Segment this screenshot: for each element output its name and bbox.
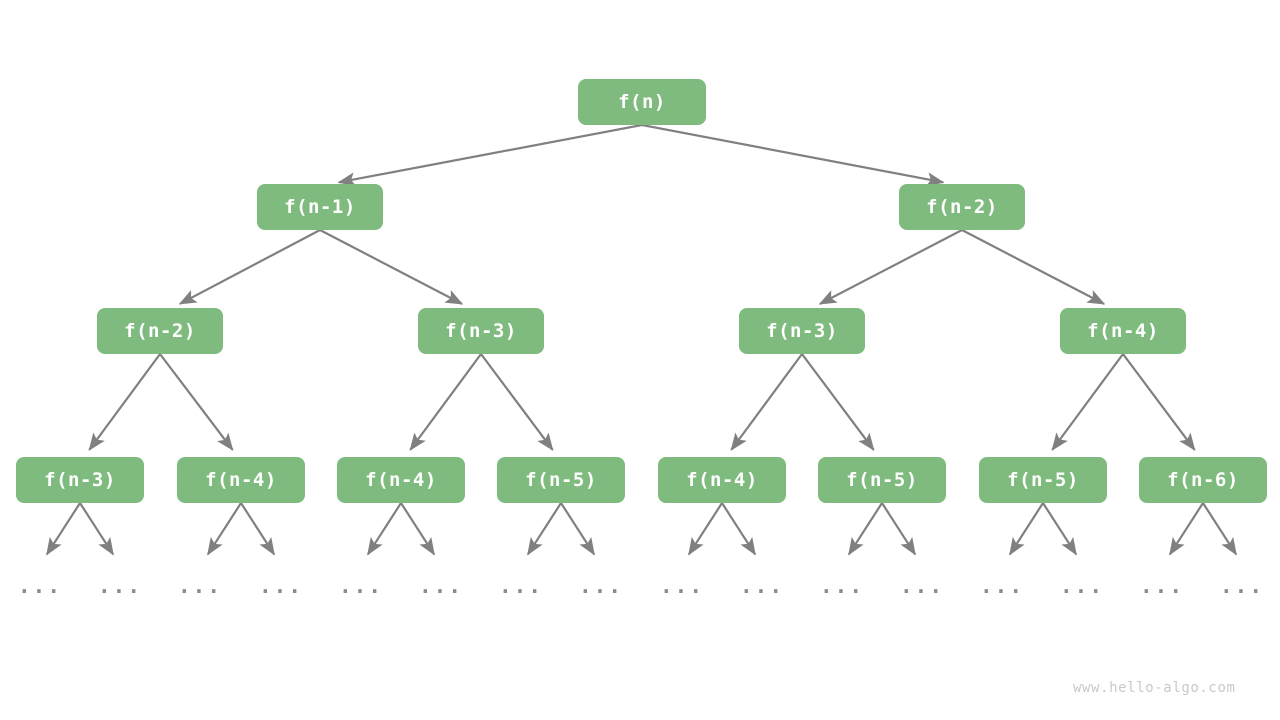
tree-edge xyxy=(721,502,757,556)
tree-node-label: f(n-5) xyxy=(525,469,597,491)
tree-edge xyxy=(409,353,482,451)
tree-node-label: f(n-1) xyxy=(284,196,356,218)
ellipsis-e6: ... xyxy=(499,573,543,598)
ellipsis-e15: ... xyxy=(1220,573,1264,598)
tree-edge xyxy=(801,353,875,451)
tree-node-n0[interactable]: f(n) xyxy=(578,79,706,125)
watermark: www.hello-algo.com xyxy=(1073,680,1236,696)
tree-node-label: f(n-4) xyxy=(365,469,437,491)
tree-edge xyxy=(847,502,883,556)
tree-edge xyxy=(1202,502,1238,556)
ellipsis-e9: ... xyxy=(740,573,784,598)
ellipsis-e11: ... xyxy=(900,573,944,598)
tree-edge xyxy=(319,229,464,305)
ellipsis-e1: ... xyxy=(98,573,142,598)
tree-edge xyxy=(206,502,242,556)
tree-node-n12[interactable]: f(n-5) xyxy=(818,457,946,503)
tree-node-label: f(n-3) xyxy=(44,469,116,491)
tree-node-label: f(n-3) xyxy=(766,320,838,342)
tree-node-n9[interactable]: f(n-4) xyxy=(337,457,465,503)
tree-node-label: f(n) xyxy=(618,91,666,113)
tree-edge xyxy=(79,502,115,556)
tree-edge xyxy=(366,502,402,556)
ellipsis-e3: ... xyxy=(259,573,303,598)
tree-node-label: f(n-2) xyxy=(124,320,196,342)
tree-edge xyxy=(178,229,321,305)
tree-edge xyxy=(526,502,562,556)
tree-edge xyxy=(687,502,723,556)
tree-node-n4[interactable]: f(n-3) xyxy=(418,308,544,354)
ellipsis-e12: ... xyxy=(980,573,1024,598)
ellipsis-e4: ... xyxy=(339,573,383,598)
tree-edge xyxy=(881,502,917,556)
tree-edge xyxy=(1168,502,1204,556)
tree-node-label: f(n-4) xyxy=(205,469,277,491)
ellipsis-e0: ... xyxy=(18,573,62,598)
ellipsis-e7: ... xyxy=(579,573,623,598)
tree-edge xyxy=(1008,502,1044,556)
tree-node-label: f(n-4) xyxy=(1087,320,1159,342)
tree-edge xyxy=(88,353,161,451)
ellipsis-e10: ... xyxy=(820,573,864,598)
tree-node-n1[interactable]: f(n-1) xyxy=(257,184,383,230)
tree-edge xyxy=(961,229,1106,305)
ellipsis-e2: ... xyxy=(178,573,222,598)
tree-edge xyxy=(45,502,81,556)
tree-node-n2[interactable]: f(n-2) xyxy=(899,184,1025,230)
tree-edge xyxy=(818,229,963,305)
tree-node-label: f(n-5) xyxy=(1007,469,1079,491)
tree-node-label: f(n-5) xyxy=(846,469,918,491)
tree-node-n11[interactable]: f(n-4) xyxy=(658,457,786,503)
tree-node-n14[interactable]: f(n-6) xyxy=(1139,457,1267,503)
tree-edge xyxy=(337,123,643,187)
tree-node-label: f(n-3) xyxy=(445,320,517,342)
tree-node-n5[interactable]: f(n-3) xyxy=(739,308,865,354)
tree-edge xyxy=(240,502,276,556)
tree-node-n8[interactable]: f(n-4) xyxy=(177,457,305,503)
ellipsis-e13: ... xyxy=(1060,573,1104,598)
tree-edge xyxy=(560,502,596,556)
ellipsis-e14: ... xyxy=(1140,573,1184,598)
tree-edge xyxy=(641,123,945,187)
ellipsis-e8: ... xyxy=(660,573,704,598)
tree-edge xyxy=(159,353,234,451)
tree-node-n13[interactable]: f(n-5) xyxy=(979,457,1107,503)
tree-node-label: f(n-6) xyxy=(1167,469,1239,491)
tree-node-label: f(n-2) xyxy=(926,196,998,218)
tree-node-n7[interactable]: f(n-3) xyxy=(16,457,144,503)
tree-node-n6[interactable]: f(n-4) xyxy=(1060,308,1186,354)
tree-edge xyxy=(1122,353,1196,451)
tree-edge xyxy=(1051,353,1124,451)
tree-edge xyxy=(1042,502,1078,556)
tree-edge xyxy=(480,353,554,451)
tree-node-label: f(n-4) xyxy=(686,469,758,491)
tree-edge xyxy=(400,502,436,556)
tree-node-n10[interactable]: f(n-5) xyxy=(497,457,625,503)
tree-edge xyxy=(730,353,803,451)
ellipsis-e5: ... xyxy=(419,573,463,598)
tree-node-n3[interactable]: f(n-2) xyxy=(97,308,223,354)
